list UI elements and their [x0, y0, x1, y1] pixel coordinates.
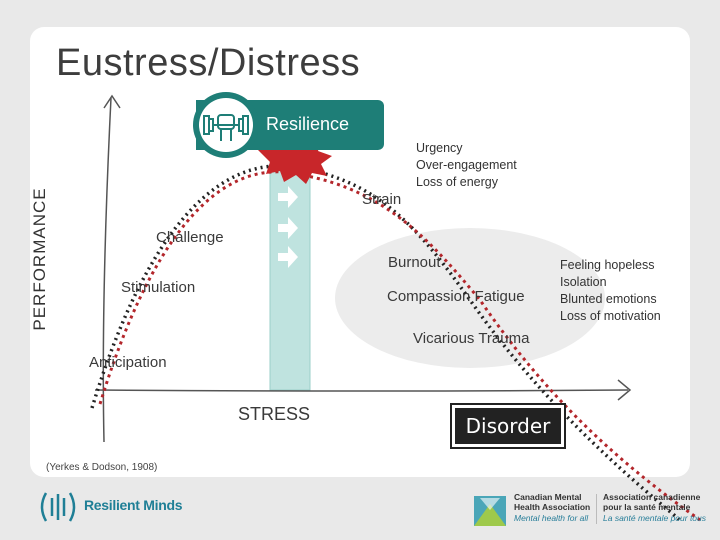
strain-note: Urgency	[416, 141, 463, 155]
cmha-name-fr: Association canadienne pour la santé men…	[603, 492, 700, 512]
y-axis-label: PERFORMANCE	[30, 187, 49, 331]
cmha-name-en: Canadian Mental Health Association	[514, 492, 590, 512]
label-burnout: Burnout	[388, 254, 441, 271]
cmha-name-en-line: Health Association	[514, 502, 591, 512]
y-axis-arrow	[103, 94, 121, 109]
logo-divider	[596, 494, 597, 524]
disorder-box: Disorder	[450, 403, 566, 449]
disorder-note: Feeling hopeless	[560, 258, 655, 272]
label-vicarious-trauma: Vicarious Trauma	[413, 330, 530, 347]
y-axis	[102, 97, 112, 443]
strain-notes: Urgency Over-engagement Loss of energy	[416, 140, 517, 191]
resilient-minds-logo-icon	[40, 492, 76, 522]
arrow-right-icon	[278, 186, 298, 268]
cmha-name-en-line: Canadian Mental	[514, 492, 582, 502]
cmha-tagline-en: Mental health for all	[514, 513, 589, 523]
label-anticipation: Anticipation	[89, 354, 167, 371]
x-axis	[94, 389, 629, 392]
label-strain: Strain	[362, 191, 402, 208]
cmha-logo-icon	[474, 496, 506, 526]
resilience-inner	[199, 98, 253, 152]
label-challenge: Challenge	[156, 229, 224, 246]
resilient-minds-logo-text: Resilient Minds	[84, 497, 183, 513]
dumbbell-fist-icon	[203, 114, 249, 141]
x-axis-arrow	[617, 379, 632, 401]
label-stimulation: Stimulation	[121, 279, 196, 296]
strain-note: Over-engagement	[416, 158, 517, 172]
cmha-name-fr-line: Association canadienne	[603, 492, 701, 502]
resilience-label: Resilience	[266, 114, 350, 134]
strain-note: Loss of energy	[416, 175, 498, 189]
disorder-notes: Feeling hopeless Isolation Blunted emoti…	[560, 257, 661, 325]
x-axis-label-stress: STRESS	[238, 404, 311, 424]
disorder-note: Blunted emotions	[560, 292, 657, 306]
disorder-note: Loss of motivation	[560, 309, 661, 323]
page-title: Eustress/Distress	[56, 42, 361, 84]
label-compassion-fatigue: Compassion Fatigue	[387, 288, 525, 305]
disorder-note: Isolation	[560, 275, 607, 289]
cmha-tagline-fr: La santé mentale pour tous	[603, 513, 707, 523]
citation: (Yerkes & Dodson, 1908)	[46, 462, 158, 473]
cmha-name-fr-line: pour la santé mentale	[603, 502, 691, 512]
